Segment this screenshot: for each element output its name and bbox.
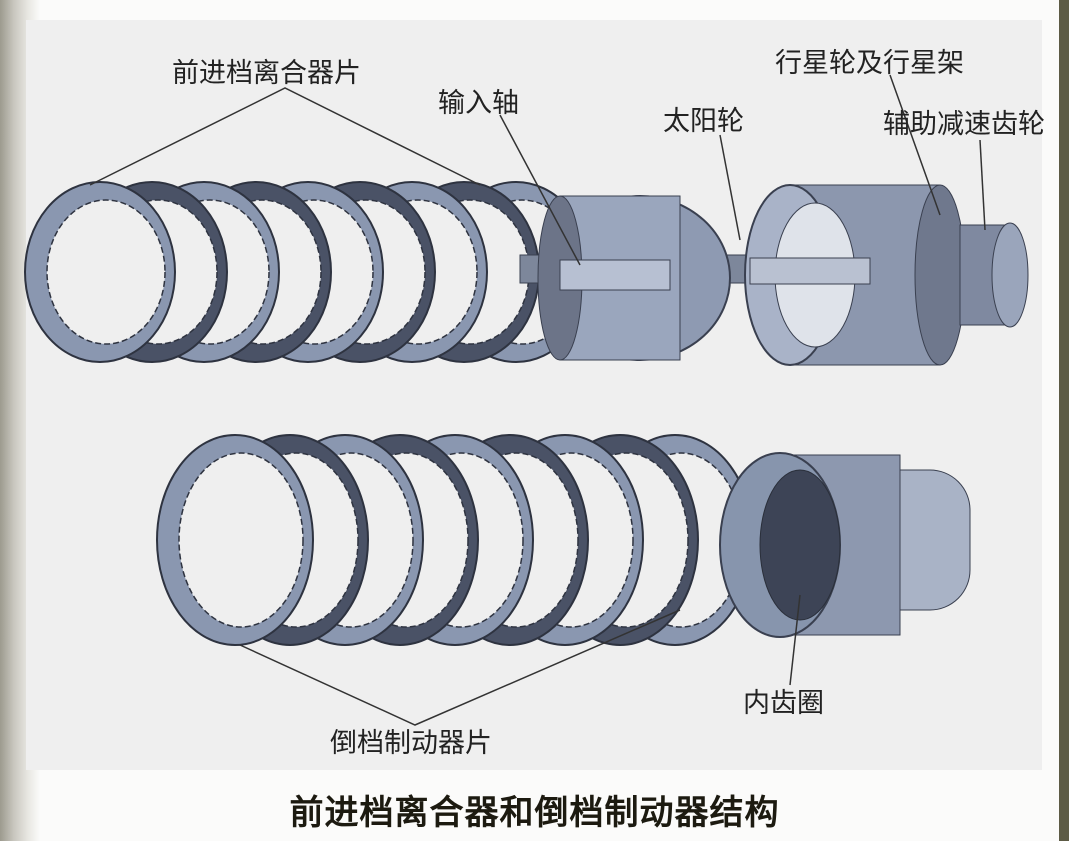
input-shaft-drum [519,195,781,361]
plate-hole [178,452,304,628]
label-forward-clutch-plates: 前进档离合器片 [172,58,361,89]
label-auxiliary-reduction-gear: 辅助减速齿轮 [883,109,1045,140]
figure-caption: 前进档离合器和倒档制动器结构 [289,793,780,833]
label-input-shaft: 输入轴 [438,88,519,119]
leader-lines [89,74,986,726]
forward-clutch-plate-stack [24,181,592,363]
reverse-brake-plate-stack [156,434,754,646]
label-sun-gear: 太阳轮 [663,106,744,137]
planetary-gear-carrier [744,184,966,366]
label-reverse-brake-plates: 倒档制动器片 [330,728,492,759]
plate-hole [46,199,166,345]
label-planetary-gears-carrier: 行星轮及行星架 [775,48,964,79]
label-ring-gear: 内齿圈 [743,688,824,719]
ring-gear-drum [719,452,971,638]
diagram-panel [26,20,1042,770]
auxiliary-reduction-gear [959,222,1029,328]
page-edge-dark [1059,0,1069,841]
